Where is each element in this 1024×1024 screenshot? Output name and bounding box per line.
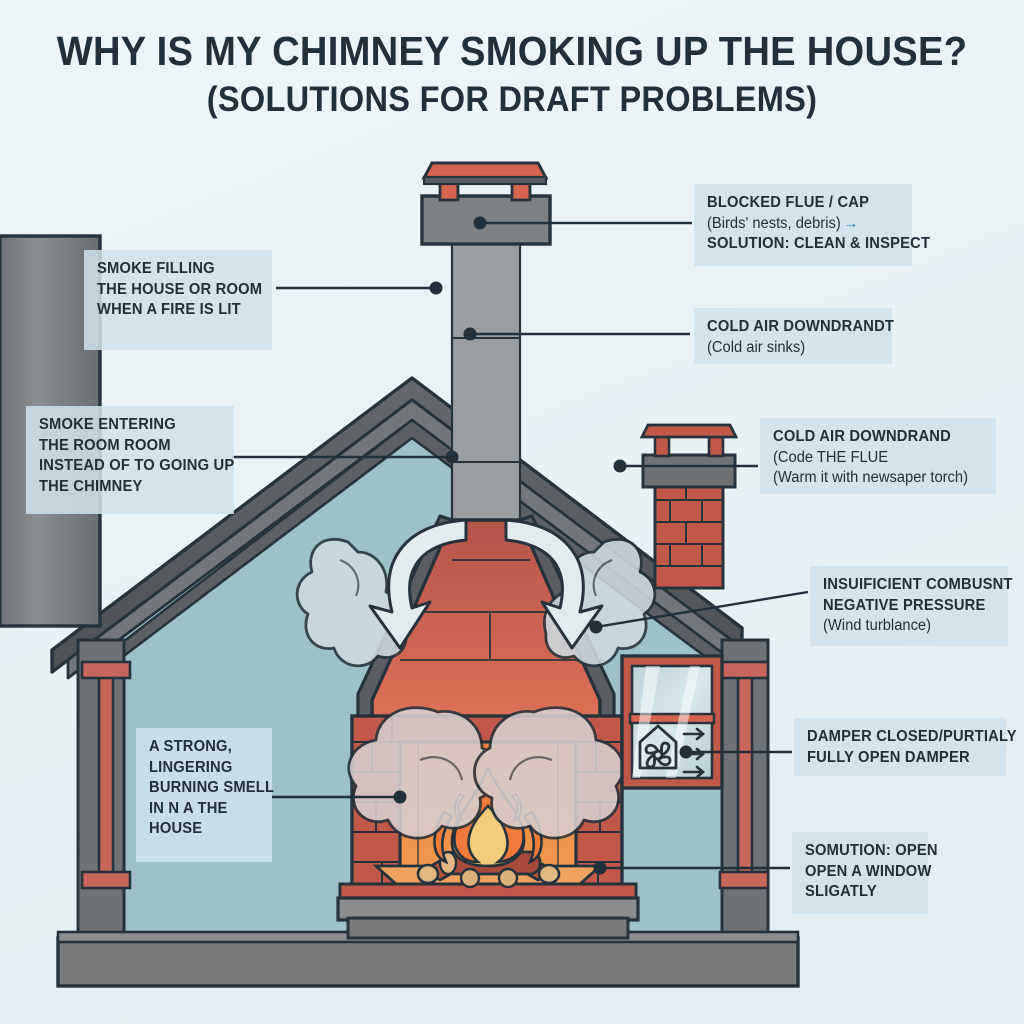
callout-cold-air-downdraft-2: COLD AIR DOWNDRAND (Code THE FLUE (Warm … <box>760 418 996 494</box>
callout-line: SOLUTION: CLEAN & INSPECT <box>707 235 931 253</box>
callout-line: THE HOUSE OR ROOM <box>97 280 263 298</box>
callout-line: BLOCKED FLUE / CAP <box>707 194 870 211</box>
callout-line-with-arrow: (Birds' nests, debris)→ <box>707 214 890 235</box>
page-title: WHY IS MY CHIMNEY SMOKING UP THE HOUSE? … <box>0 28 1024 121</box>
callout-burning-smell: A STRONG, LINGERING BURNING SMELL IN N A… <box>136 728 275 862</box>
callout-line: SMOKE FILLING <box>97 260 215 277</box>
wall-column-right <box>718 638 770 952</box>
house-fan-icon <box>638 724 678 770</box>
callout-line: COLD AIR DOWNDRAND <box>773 428 951 445</box>
callout-line: A STRONG, <box>149 738 232 755</box>
callout-line: DAMPER CLOSED/PURTIALY <box>807 728 1017 745</box>
callout-line: FULLY OPEN DAMPER <box>807 748 970 766</box>
callout-line: LINGERING <box>149 758 233 776</box>
callout-line: WHEN A FIRE IS LIT <box>97 301 241 319</box>
wall-column-left <box>76 638 132 952</box>
callout-damper-closed: DAMPER CLOSED/PURTIALY FULLY OPEN DAMPER <box>794 718 1017 776</box>
callout-line: INSTEAD OF TO GOING UP <box>39 457 235 475</box>
callout-line: BURNING SMELL <box>149 779 275 797</box>
callout-line: SLIGATLY <box>805 883 877 901</box>
callout-smoke-entering: SMOKE ENTERING THE ROOM ROOM INSTEAD OF … <box>26 406 234 514</box>
leader-lines <box>232 216 809 875</box>
callout-line: THE ROOM ROOM <box>39 436 171 454</box>
callout-line: IN N A THE <box>149 799 228 817</box>
title-line-1: WHY IS MY CHIMNEY SMOKING UP THE HOUSE? <box>56 28 968 74</box>
callout-line: OPEN A WINDOW <box>805 862 932 880</box>
callout-line: SMOKE ENTERING <box>39 416 176 433</box>
foundation-slab <box>56 930 800 988</box>
callout-line: THE CHIMNEY <box>39 477 143 495</box>
callout-line: SOMUTION: OPEN <box>805 842 938 859</box>
callout-smoke-filling: SMOKE FILLING THE HOUSE OR ROOM WHEN A F… <box>84 250 272 350</box>
right-arrow-icon: → <box>843 214 859 232</box>
downdraft-arrows <box>368 518 604 650</box>
callout-line: HOUSE <box>149 820 203 838</box>
callout-open-window: SOMUTION: OPEN OPEN A WINDOW SLIGATLY <box>792 832 938 914</box>
callout-line: INSUIFICIENT COMBUSNT <box>823 576 1013 593</box>
callout-cold-air-downdraft-1: COLD AIR DOWNDRANDT (Cold air sinks) <box>694 308 895 364</box>
secondary-brick-chimney <box>639 423 739 590</box>
callout-line: (Code THE FLUE <box>773 448 889 466</box>
callout-line: COLD AIR DOWNDRANDT <box>707 318 895 335</box>
callout-line: (Wind turblance) <box>823 617 932 635</box>
callout-line: (Warm it with newsaper torch) <box>773 469 969 487</box>
callout-line: (Cold air sinks) <box>707 338 806 356</box>
title-line-2: (SOLUTIONS FOR DRAFT PROBLEMS) <box>206 79 818 119</box>
callout-insufficient-combustion: INSUIFICIENT COMBUSNT NEGATIVE PRESSURE … <box>810 566 1013 646</box>
callout-line: (Birds' nests, debris) <box>707 214 841 232</box>
callout-blocked-flue: BLOCKED FLUE / CAP (Birds' nests, debris… <box>694 184 931 266</box>
callout-line: NEGATIVE PRESSURE <box>823 596 986 614</box>
window-with-fan-icon <box>620 654 724 790</box>
